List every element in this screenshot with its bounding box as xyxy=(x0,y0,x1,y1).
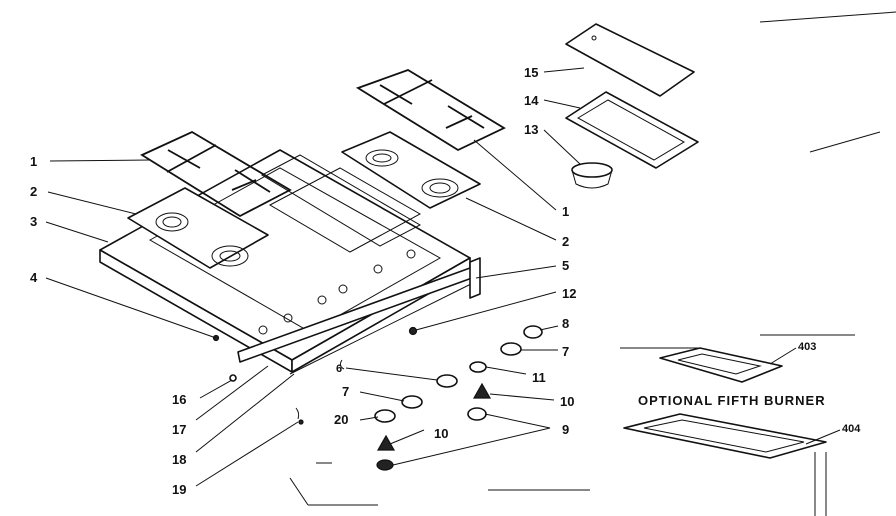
small-hardware xyxy=(212,325,543,471)
callout-1-right: 1 xyxy=(562,204,569,219)
callout-6: 6 xyxy=(336,363,342,375)
side-bracket xyxy=(469,257,481,299)
left-grate xyxy=(140,130,292,218)
right-burner-box xyxy=(341,131,481,209)
callout-15: 15 xyxy=(524,65,538,80)
callout-5: 5 xyxy=(562,258,569,273)
callout-404: 404 xyxy=(842,423,861,435)
right-grate xyxy=(355,69,506,152)
callout-9: 9 xyxy=(562,422,569,437)
callout-4: 4 xyxy=(30,270,38,285)
callout-10-mid: 10 xyxy=(560,394,574,409)
callout-14: 14 xyxy=(524,93,539,108)
callout-8: 8 xyxy=(562,316,569,331)
callout-19: 19 xyxy=(172,482,186,497)
callout-12: 12 xyxy=(562,286,576,301)
callout-labels: 1 2 3 4 16 17 18 19 20 7 6 10 9 10 11 7 … xyxy=(30,65,861,497)
griddle-cover xyxy=(565,23,695,97)
callout-7-low: 7 xyxy=(342,384,349,399)
callout-18: 18 xyxy=(172,452,186,467)
callout-2-right: 2 xyxy=(562,234,569,249)
callout-11: 11 xyxy=(532,370,546,385)
callout-1-left: 1 xyxy=(30,154,37,169)
left-burner-box xyxy=(127,187,269,269)
drip-cup xyxy=(571,162,613,189)
fifth-burner-group xyxy=(620,334,855,516)
callout-7-mid: 7 xyxy=(562,344,569,359)
callout-13: 13 xyxy=(524,122,538,137)
callout-403: 403 xyxy=(798,341,816,353)
callout-3: 3 xyxy=(30,214,37,229)
callout-17: 17 xyxy=(172,422,186,437)
stray-marks xyxy=(289,11,896,506)
callout-2-left: 2 xyxy=(30,184,37,199)
callout-16: 16 xyxy=(172,392,186,407)
griddle-pan xyxy=(565,91,699,169)
callout-10-low: 10 xyxy=(434,426,448,441)
fifth-burner-caption: OPTIONAL FIFTH BURNER xyxy=(638,393,826,408)
leader-lines xyxy=(45,67,841,487)
callout-20: 20 xyxy=(334,412,348,427)
